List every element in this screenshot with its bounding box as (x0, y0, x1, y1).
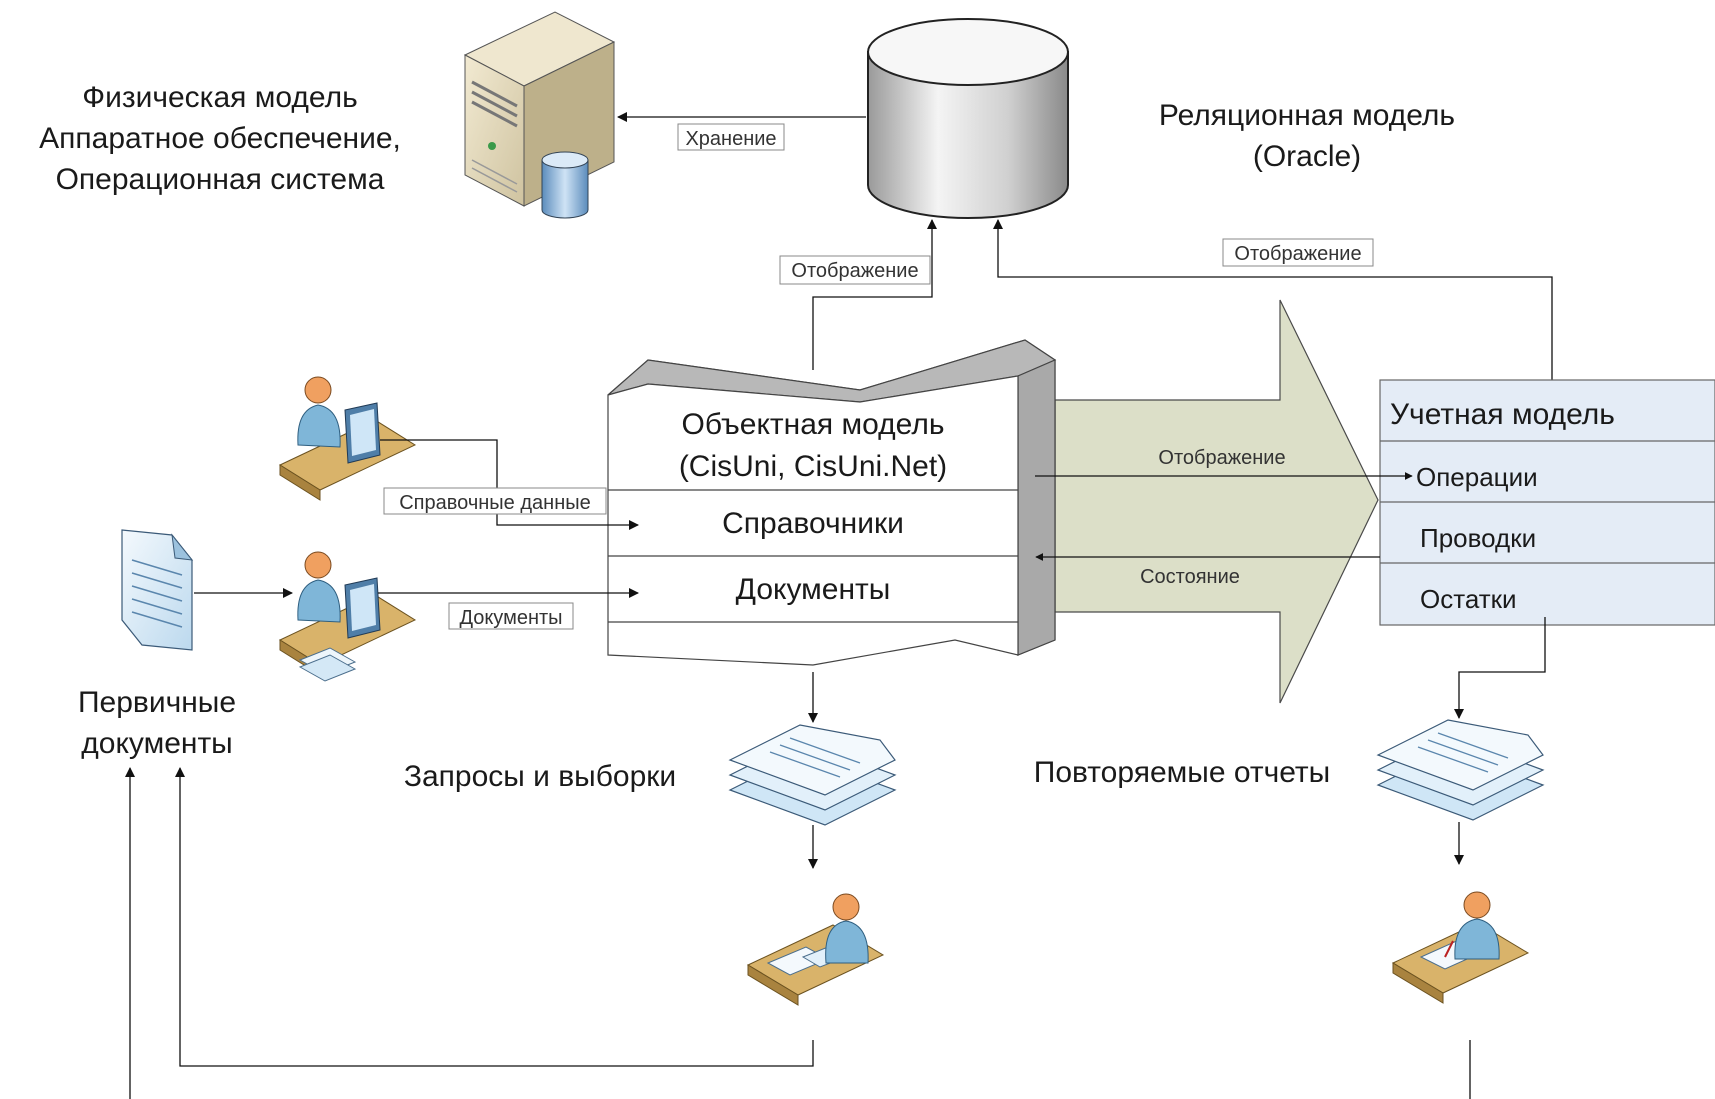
object-accounting-mapping-label: Отображение (1158, 447, 1285, 469)
physical-model-line2: Аппаратное обеспечение, (39, 122, 401, 155)
document-stack-icon (1376, 719, 1545, 821)
object-model-block (607, 339, 1057, 666)
clerk-icon (1391, 891, 1530, 1004)
physical-model-line1: Физическая модель (82, 81, 357, 114)
storage-label-box (677, 123, 785, 151)
relational-model-line1: Реляционная модель (1159, 99, 1455, 132)
physical-model-line3: Операционная система (56, 163, 385, 196)
relational-model-line2: (Oracle) (1253, 140, 1361, 173)
clerk-to-primary-docs-edge (175, 767, 814, 1067)
database-icon (867, 18, 1069, 219)
accounting-item-postings: Проводки (1420, 523, 1536, 553)
object-db-mapping-edge (812, 219, 937, 370)
object-db-mapping-label-box (779, 255, 931, 285)
object-model-section-references: Справочники (722, 507, 904, 540)
object-model-section-documents: Документы (736, 573, 891, 606)
user-workstation-icon (278, 376, 417, 501)
accounting-db-mapping-label: Отображение (1234, 243, 1361, 265)
accounting-item-balances: Остатки (1420, 584, 1517, 614)
mapping-big-arrow (1054, 299, 1379, 704)
document-icon (121, 529, 194, 651)
primary-docs-line1: Первичные (78, 686, 236, 719)
documents-label: Документы (459, 607, 562, 629)
object-model-title2: (CisUni, CisUni.Net) (679, 450, 947, 483)
reference-data-label: Справочные данные (399, 492, 591, 514)
storage-label: Хранение (685, 128, 776, 150)
accounting-db-mapping-label-box (1222, 238, 1374, 267)
reports-label: Повторяемые отчеты (1034, 756, 1330, 789)
accounting-db-mapping-edge (993, 219, 1553, 380)
state-label: Состояние (1140, 566, 1240, 588)
accounting-model-title: Учетная модель (1390, 398, 1615, 431)
object-db-mapping-label: Отображение (791, 260, 918, 282)
reference-data-edge (380, 439, 639, 530)
documents-label-box (448, 602, 574, 630)
accounting-to-reports-edge (1454, 617, 1546, 719)
document-stack-icon (728, 724, 897, 826)
clerk-icon (746, 893, 885, 1006)
accounting-model-table (1379, 379, 1715, 626)
object-model-title1: Объектная модель (682, 408, 945, 441)
primary-docs-line2: документы (81, 727, 233, 760)
queries-label: Запросы и выборки (404, 760, 676, 793)
user-workstation-icon (278, 551, 417, 682)
reference-data-label-box (383, 487, 607, 515)
server-icon (463, 11, 616, 219)
accounting-item-operations: Операции (1416, 462, 1538, 492)
